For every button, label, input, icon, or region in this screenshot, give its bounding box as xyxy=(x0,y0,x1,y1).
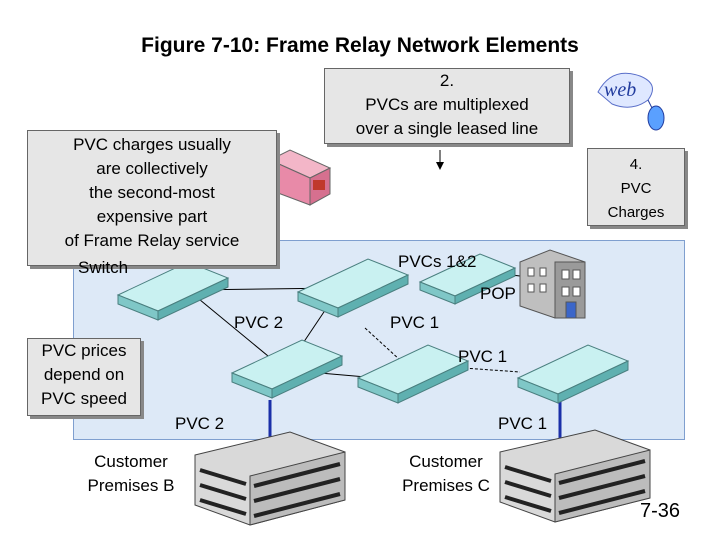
switch-icon-5 xyxy=(356,344,470,404)
customer-building-c-icon xyxy=(499,429,651,523)
callout-text: expensive part xyxy=(96,207,208,226)
customer-building-b-icon xyxy=(194,431,346,526)
switch-icon-3 xyxy=(418,253,517,305)
callout-text: Charges xyxy=(607,204,665,221)
callout-text: PVCs are multiplexed xyxy=(365,95,529,114)
callout-pvc-charges-usually: PVC charges usually are collectively the… xyxy=(27,130,277,266)
callout-multiplexed: 2. PVCs are multiplexed over a single le… xyxy=(324,68,570,144)
callout-text: of Frame Relay service xyxy=(64,231,240,250)
customer-label-line: Customer xyxy=(94,452,168,471)
pvc-paths xyxy=(364,327,521,373)
pop-building-icon xyxy=(519,249,586,319)
customer-label-line: Premises B xyxy=(87,476,175,495)
pvc2-bottom-label: PVC 2 xyxy=(175,414,225,433)
callout-text: PVC prices xyxy=(41,341,127,360)
pvc1-right-path xyxy=(434,365,521,373)
switch-icon-6 xyxy=(516,344,630,404)
pop-label: POP xyxy=(480,284,516,303)
callout-text: over a single leased line xyxy=(355,119,539,138)
pvc1-right-label: PVC 1 xyxy=(458,347,508,366)
web-logo-text: web xyxy=(604,79,636,101)
callout-pvc-charges: 4. PVC Charges xyxy=(587,148,685,226)
callout-text: PVC xyxy=(620,180,652,197)
switch-label: Switch xyxy=(78,258,129,277)
pvc2-mid-label: PVC 2 xyxy=(234,313,284,332)
switch-icon-1 xyxy=(116,261,230,321)
callout-text: PVC charges usually xyxy=(73,135,231,154)
customer-premises-b-label: Customer Premises B xyxy=(76,450,186,498)
switch-icon-2 xyxy=(296,258,410,318)
arrow-head-icon xyxy=(436,162,444,170)
switch-icon-4 xyxy=(230,339,344,399)
customer-premises-c-label: Customer Premises C xyxy=(390,450,502,498)
pvc1-path xyxy=(364,327,401,361)
pvcs-1-2-label: PVCs 1&2 xyxy=(398,252,477,271)
pvc1-mid-label: PVC 1 xyxy=(390,313,440,332)
router-icon xyxy=(268,149,332,206)
page-title: Figure 7-10: Frame Relay Network Element… xyxy=(141,34,579,57)
customer-label-line: Premises C xyxy=(402,476,490,495)
callout-text: PVC speed xyxy=(41,389,127,408)
page-number: 7-36 xyxy=(639,500,680,522)
callout-pvc-prices: PVC prices depend on PVC speed xyxy=(27,338,141,416)
web-logo-icon: web xyxy=(597,72,665,131)
customer-label-line: Customer xyxy=(409,452,483,471)
pvc1-bottom-label: PVC 1 xyxy=(498,414,548,433)
callout-text: 4. xyxy=(629,156,643,173)
callout-text: depend on xyxy=(43,365,125,384)
callout-text: are collectively xyxy=(96,159,208,178)
callout-text: the second-most xyxy=(89,183,215,202)
callout-text: 2. xyxy=(439,71,455,90)
